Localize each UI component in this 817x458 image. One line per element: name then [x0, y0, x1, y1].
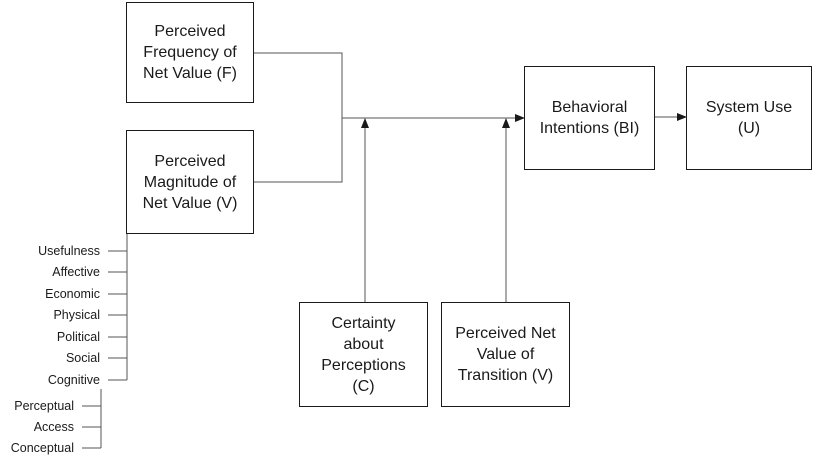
box-line: (C)	[352, 377, 375, 395]
value-type-label: Economic	[45, 287, 100, 301]
box-line: Perceived	[154, 152, 226, 170]
box-line: Certainty	[331, 314, 396, 332]
cognitive-subtype-label: Perceptual	[14, 399, 74, 413]
box-line: Behavioral	[551, 99, 628, 116]
box-perceived-frequency: Perceived Frequency of Net Value (F)	[126, 2, 254, 103]
cognitive-subtype-ticks	[82, 405, 101, 449]
box-line: (U)	[737, 120, 761, 137]
cognitive-subtype-label: Access	[33, 420, 74, 434]
box-line: Transition (V)	[457, 367, 554, 384]
box-line: Magnitude of	[143, 173, 237, 191]
box-line: Perceived	[154, 23, 226, 40]
box-line: System Use	[705, 99, 793, 116]
value-type-label: Affective	[52, 265, 100, 279]
box-transition: Perceived Net Value of Transition (V)	[441, 302, 570, 407]
value-type-label: Usefulness	[38, 244, 100, 258]
value-type-label: Cognitive	[47, 373, 100, 387]
box-line: Perceived Net	[455, 325, 556, 342]
box-perceived-magnitude: Perceived Magnitude of Net Value (V)	[126, 130, 254, 234]
value-type-label: Physical	[53, 308, 100, 322]
cognitive-subtype-label: Conceptual	[10, 441, 74, 455]
value-type-ticks	[108, 250, 127, 381]
box-line: Net Value (V)	[142, 194, 238, 212]
box-line: Frequency of	[143, 44, 237, 61]
box-line: Intentions (BI)	[539, 120, 640, 137]
value-type-label: Social	[65, 351, 100, 365]
box-line: Net Value (F)	[143, 65, 237, 82]
box-system-use: System Use (U)	[686, 66, 812, 170]
frequency-connector	[254, 52, 343, 118]
box-behavioral-intentions: Behavioral Intentions (BI)	[524, 66, 655, 170]
box-line: about	[343, 335, 384, 353]
magnitude-connector	[254, 118, 343, 183]
box-certainty: Certainty about Perceptions (C)	[299, 302, 428, 407]
box-line: Value of	[476, 346, 535, 363]
box-line: Perceptions	[321, 356, 406, 374]
value-type-label: Political	[56, 330, 100, 344]
